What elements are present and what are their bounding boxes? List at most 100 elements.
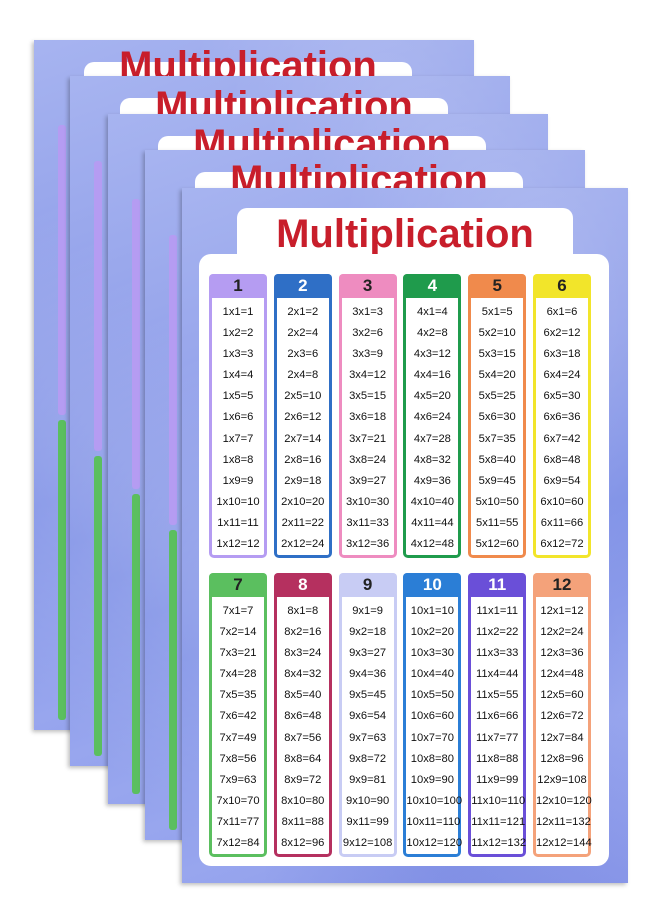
column-peek-purple <box>169 235 177 525</box>
column-header: 2 <box>273 274 332 298</box>
fact-item: 11x7=77 <box>475 731 519 744</box>
fact-item: 12x2=24 <box>540 626 584 639</box>
fact-item: 8x3=24 <box>284 647 322 660</box>
fact-item: 4x5=20 <box>413 390 451 403</box>
column-header: 6 <box>532 274 591 298</box>
fact-item: 4x8=32 <box>413 453 451 466</box>
fact-item: 10x1=10 <box>410 605 455 617</box>
fact-item: 10x7=70 <box>410 731 455 744</box>
fact-item: 6x12=72 <box>540 538 584 551</box>
fact-item: 5x1=5 <box>481 306 513 318</box>
fact-item: 7x1=7 <box>222 605 254 617</box>
fact-item: 5x8=40 <box>478 453 516 466</box>
fact-item: 9x9=81 <box>349 773 387 786</box>
fact-item: 12x3=36 <box>540 647 584 660</box>
column-peek-green <box>169 530 177 830</box>
column-peek-purple <box>94 161 102 451</box>
fact-item: 9x8=72 <box>349 752 387 765</box>
fact-item: 12x9=108 <box>537 773 587 786</box>
fact-item: 10x2=20 <box>410 626 455 639</box>
fact-item: 7x2=14 <box>219 626 257 639</box>
column-header: 8 <box>273 573 332 597</box>
column-header: 7 <box>209 573 267 597</box>
fact-item: 2x6=12 <box>284 411 322 424</box>
fact-item: 3x2=6 <box>352 327 383 340</box>
fact-item: 11x6=66 <box>475 710 519 723</box>
fact-item: 8x9=72 <box>284 773 322 786</box>
fact-item: 10x4=40 <box>410 668 455 681</box>
fact-item: 1x11=11 <box>217 516 259 529</box>
fact-item: 4x3=12 <box>413 348 451 361</box>
fact-item: 10x9=90 <box>410 773 455 786</box>
fact-item: 2x7=14 <box>284 432 322 445</box>
column-peek-green <box>94 456 102 756</box>
fact-item: 1x9=9 <box>222 474 254 487</box>
fact-item: 7x11=77 <box>216 815 260 828</box>
fact-item: 2x9=18 <box>284 474 322 487</box>
fact-item: 4x6=24 <box>413 411 451 424</box>
fact-item: 1x1=1 <box>222 306 254 318</box>
column-peek-green <box>58 420 66 720</box>
column-peek-green <box>132 494 140 794</box>
fact-item: 12x12=144 <box>535 837 592 850</box>
fact-item: 12x5=60 <box>540 689 584 702</box>
fact-item: 6x7=42 <box>543 432 581 445</box>
fact-item: 9x10=90 <box>345 794 390 807</box>
fact-item: 12x4=48 <box>540 668 584 681</box>
fact-item: 10x8=80 <box>410 752 455 765</box>
column-header: 3 <box>338 274 397 298</box>
fact-item: 10x11=110 <box>406 815 461 828</box>
fact-item: 7x5=35 <box>219 689 257 702</box>
fact-item: 8x12=96 <box>281 837 325 850</box>
fact-item: 5x12=60 <box>475 538 519 551</box>
fact-item: 8x7=56 <box>284 731 322 744</box>
fact-item: 3x11=33 <box>346 516 389 529</box>
fact-item: 1x2=2 <box>222 327 254 340</box>
fact-item: 6x3=18 <box>543 348 581 361</box>
fact-item: 1x8=8 <box>222 453 254 466</box>
fact-item: 6x8=48 <box>543 453 581 466</box>
fact-item: 11x2=22 <box>475 626 519 639</box>
fact-item: 8x8=64 <box>284 752 322 765</box>
fact-item: 11x9=99 <box>475 773 519 786</box>
column-peek-purple <box>58 125 66 415</box>
fact-item: 11x10=110 <box>471 794 526 807</box>
fact-item: 10x3=30 <box>410 647 455 660</box>
column-header: 11 <box>468 573 527 597</box>
fact-item: 10x10=100 <box>406 794 463 807</box>
fact-item: 7x8=56 <box>219 752 257 765</box>
fact-item: 7x9=63 <box>219 773 257 786</box>
fact-item: 5x4=20 <box>478 369 516 382</box>
fact-item: 6x9=54 <box>543 474 581 487</box>
column-header: 9 <box>338 573 397 597</box>
fact-item: 2x2=4 <box>287 327 319 340</box>
poster-title: Multiplication <box>276 212 534 256</box>
fact-item: 7x12=84 <box>216 837 260 850</box>
fact-item: 8x2=16 <box>284 626 322 639</box>
fact-item: 11x3=33 <box>475 647 519 660</box>
fact-item: 5x3=15 <box>478 348 516 361</box>
fact-item: 7x7=49 <box>219 731 257 744</box>
fact-item: 1x12=12 <box>216 538 260 551</box>
fact-item: 9x7=63 <box>349 731 387 744</box>
fact-item: 2x8=16 <box>284 453 322 466</box>
fact-item: 4x11=44 <box>411 516 454 529</box>
fact-item: 12x6=72 <box>540 710 584 723</box>
column-header: 1 <box>209 274 267 298</box>
fact-item: 11x4=44 <box>475 668 519 681</box>
